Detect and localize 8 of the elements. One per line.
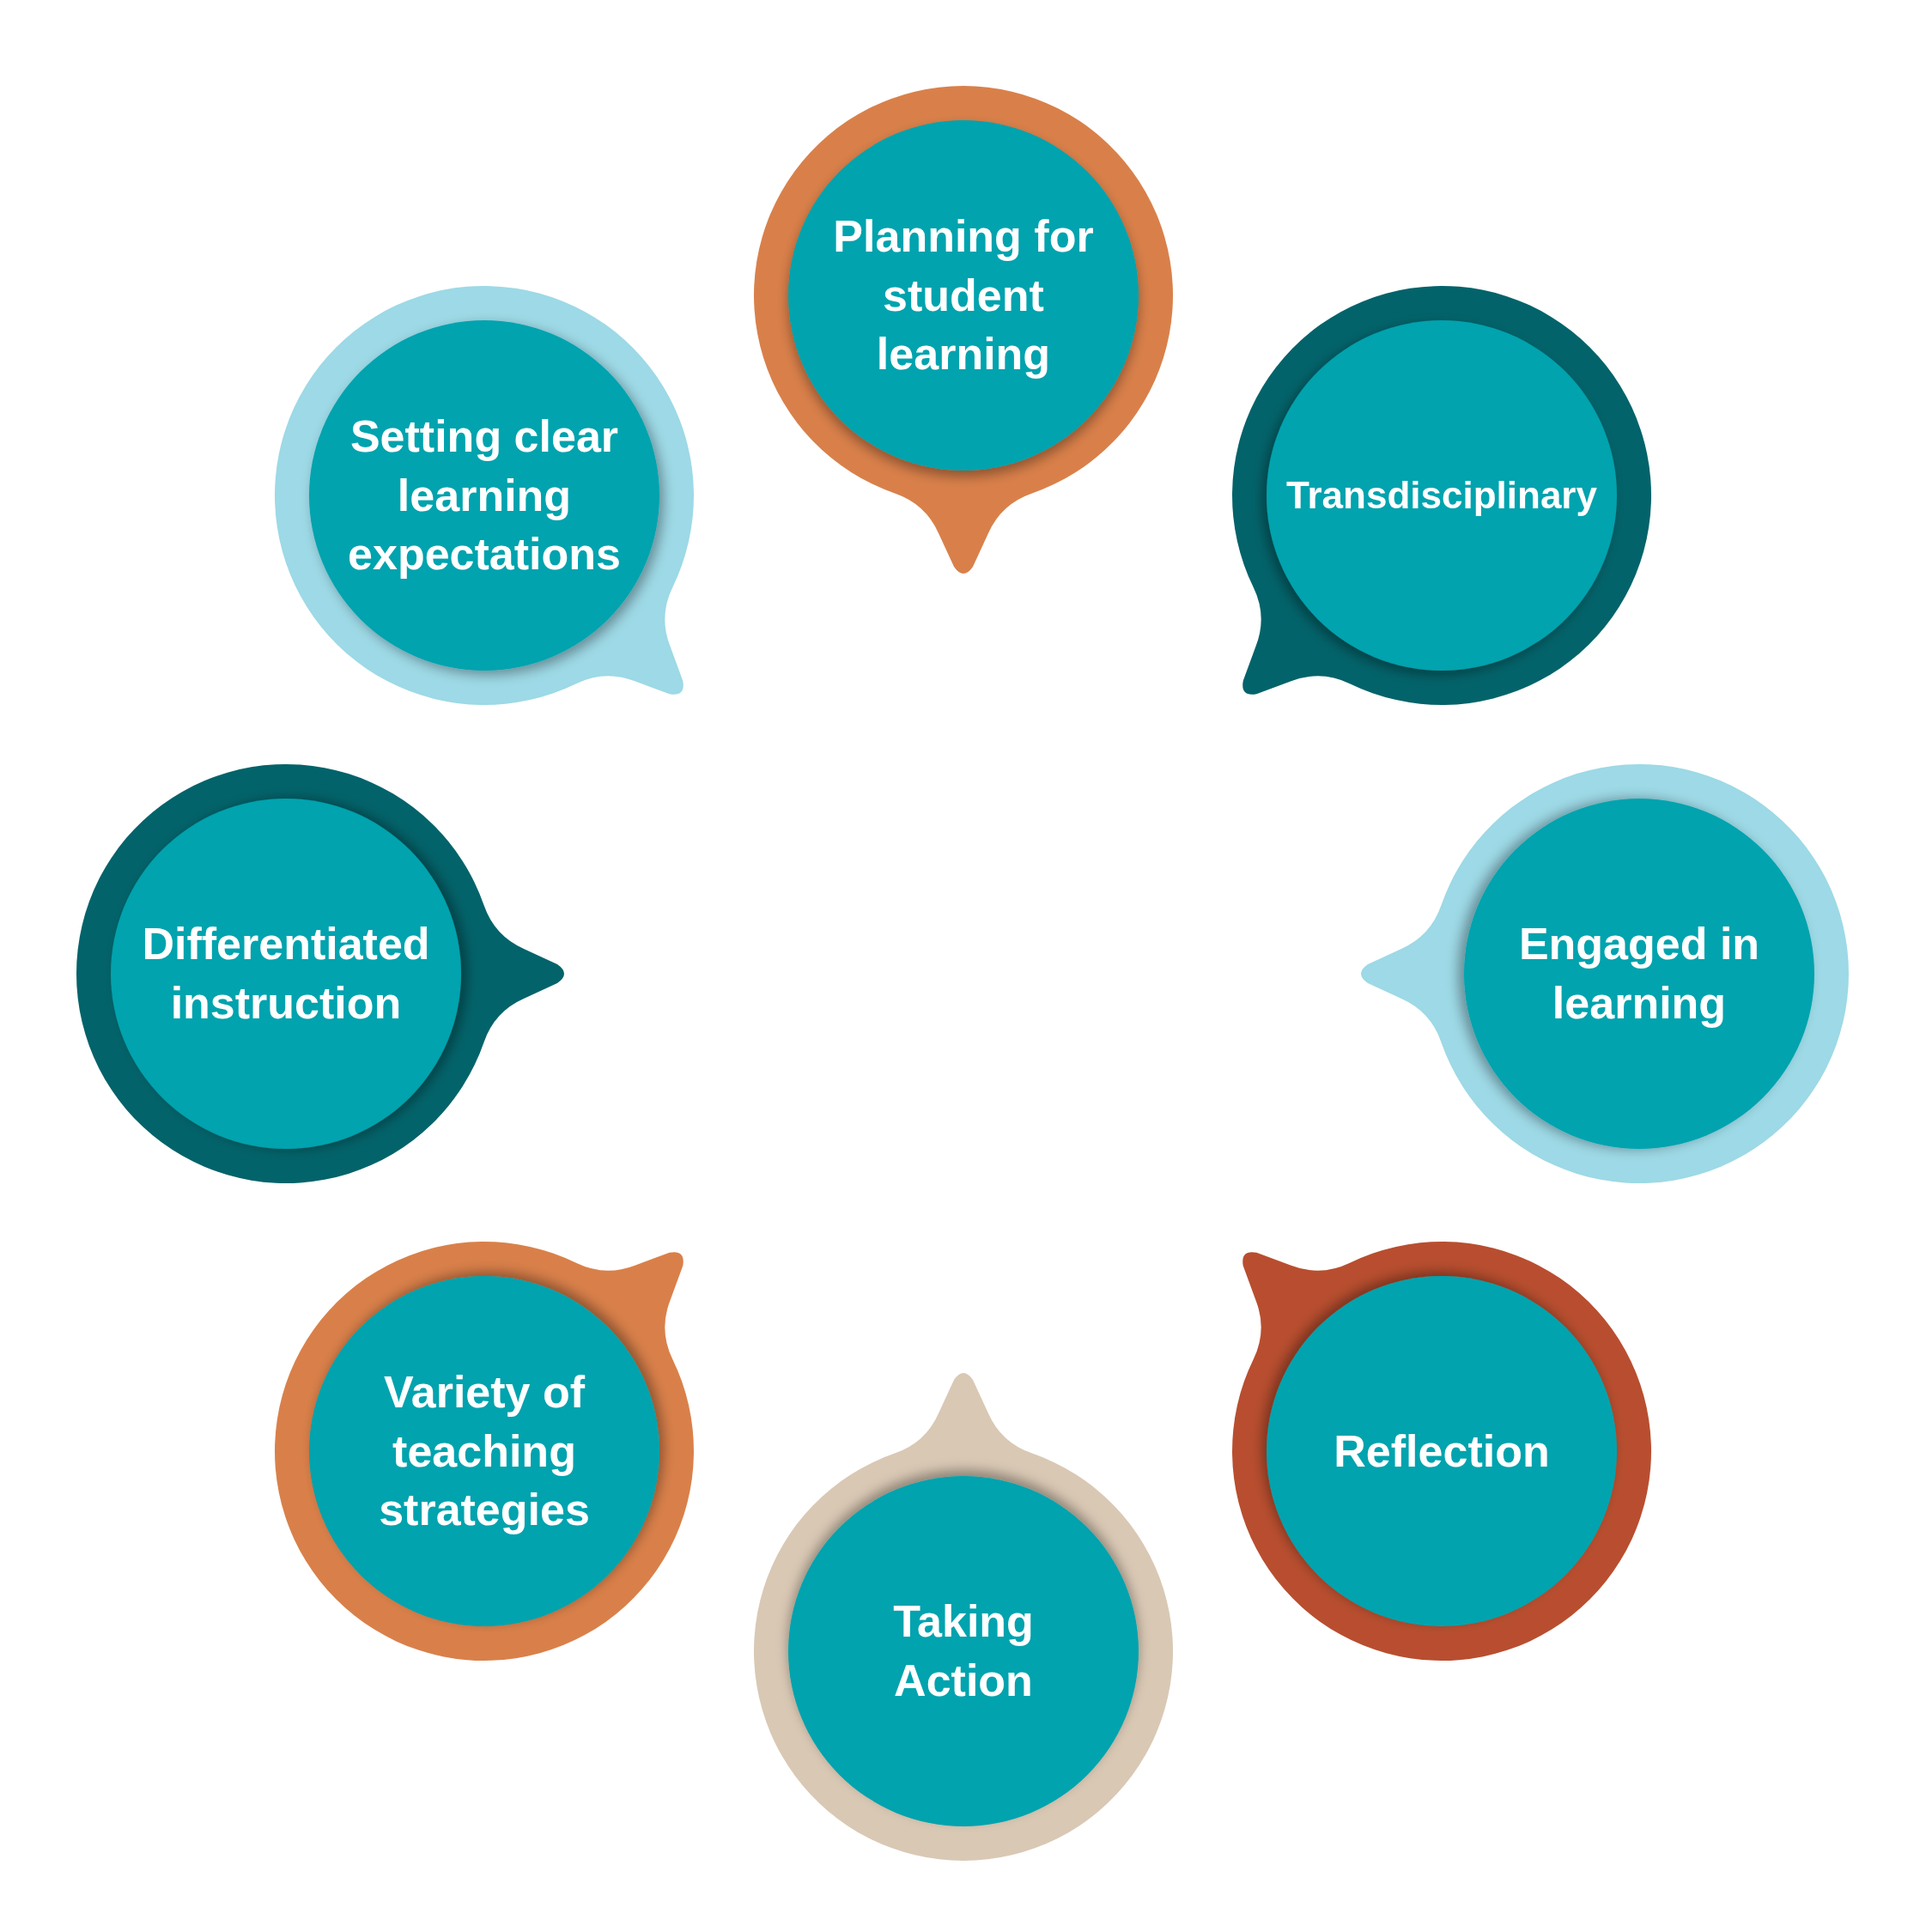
topic-label: Engaged in learning [1517, 918, 1761, 1030]
topic-label: Taking Action [892, 1595, 1035, 1707]
topic-label: Variety of teaching strategies [378, 1366, 591, 1537]
topic-label: Planning for student learning [832, 210, 1095, 381]
topic-label: Setting clear learning expectations [347, 410, 622, 581]
topic-label: Transdisciplinary [1285, 472, 1598, 518]
topic-label: Differentiated instruction [141, 918, 431, 1030]
topic-label: Reflection [1333, 1425, 1551, 1478]
